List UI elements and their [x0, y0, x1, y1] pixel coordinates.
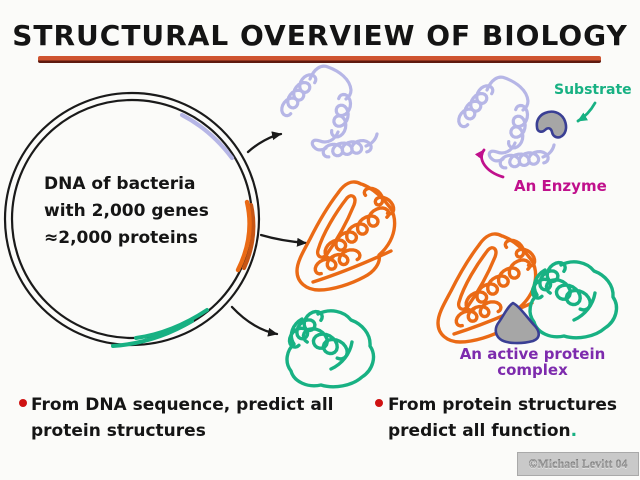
- plasmid-caption-line1: DNA of bacteria: [44, 174, 196, 194]
- active-complex-label-line2: complex: [497, 361, 568, 379]
- arrow-to-helix-protein: [246, 131, 283, 154]
- arrow-to-barrel-protein: [230, 305, 279, 337]
- title-underline: [38, 56, 601, 63]
- substrate-arrow: [576, 101, 597, 123]
- bullet-dot-right: [375, 399, 383, 407]
- enzyme-label: An Enzyme: [514, 177, 607, 195]
- enzyme-arrow: [474, 148, 505, 179]
- gene-arc-orange: [235, 199, 252, 273]
- bullet-left-line2: protein structures: [31, 421, 206, 441]
- sheet-protein-drawing: [295, 180, 397, 292]
- bullet-left: From DNA sequence, predict all protein s…: [31, 392, 334, 444]
- bullet-dot-left: [19, 399, 27, 407]
- bullet-right-line2: predict all function.: [388, 421, 578, 441]
- complex-substrate-blob: [494, 301, 541, 345]
- teal-period: .: [570, 421, 578, 441]
- plasmid-caption: DNA of bacteria with 2,000 genes ≈2,000 …: [44, 171, 209, 252]
- bullet-right-line1: From protein structures: [388, 395, 618, 415]
- plasmid-caption-line2: with 2,000 genes: [44, 201, 209, 221]
- slide-title: STRUCTURAL OVERVIEW OF BIOLOGY: [12, 19, 628, 52]
- dna-to-protein-arrows: [230, 131, 308, 337]
- arrow-to-sheet-protein: [259, 233, 308, 247]
- barrel-protein-drawing: [285, 309, 376, 389]
- helix-protein-drawing: [280, 64, 379, 159]
- substrate-blob: [535, 110, 568, 139]
- bullet-left-line1: From DNA sequence, predict all: [31, 395, 334, 415]
- gene-arc-teal: [134, 308, 209, 340]
- plasmid-caption-line3: ≈2,000 proteins: [44, 228, 198, 248]
- active-complex-label: An active protein complex: [450, 346, 615, 378]
- substrate-label: Substrate: [554, 82, 632, 98]
- gene-arc-lavender: [179, 112, 235, 161]
- copyright-watermark: ©Michael Levitt 04: [517, 452, 639, 476]
- gene-arc-teal-inner: [111, 319, 194, 348]
- bullet-right: From protein structures predict all func…: [388, 392, 617, 444]
- gene-arc-orange-outer: [241, 202, 256, 271]
- complex-barrel-protein: [528, 260, 619, 340]
- active-complex-label-line1: An active protein: [459, 345, 606, 363]
